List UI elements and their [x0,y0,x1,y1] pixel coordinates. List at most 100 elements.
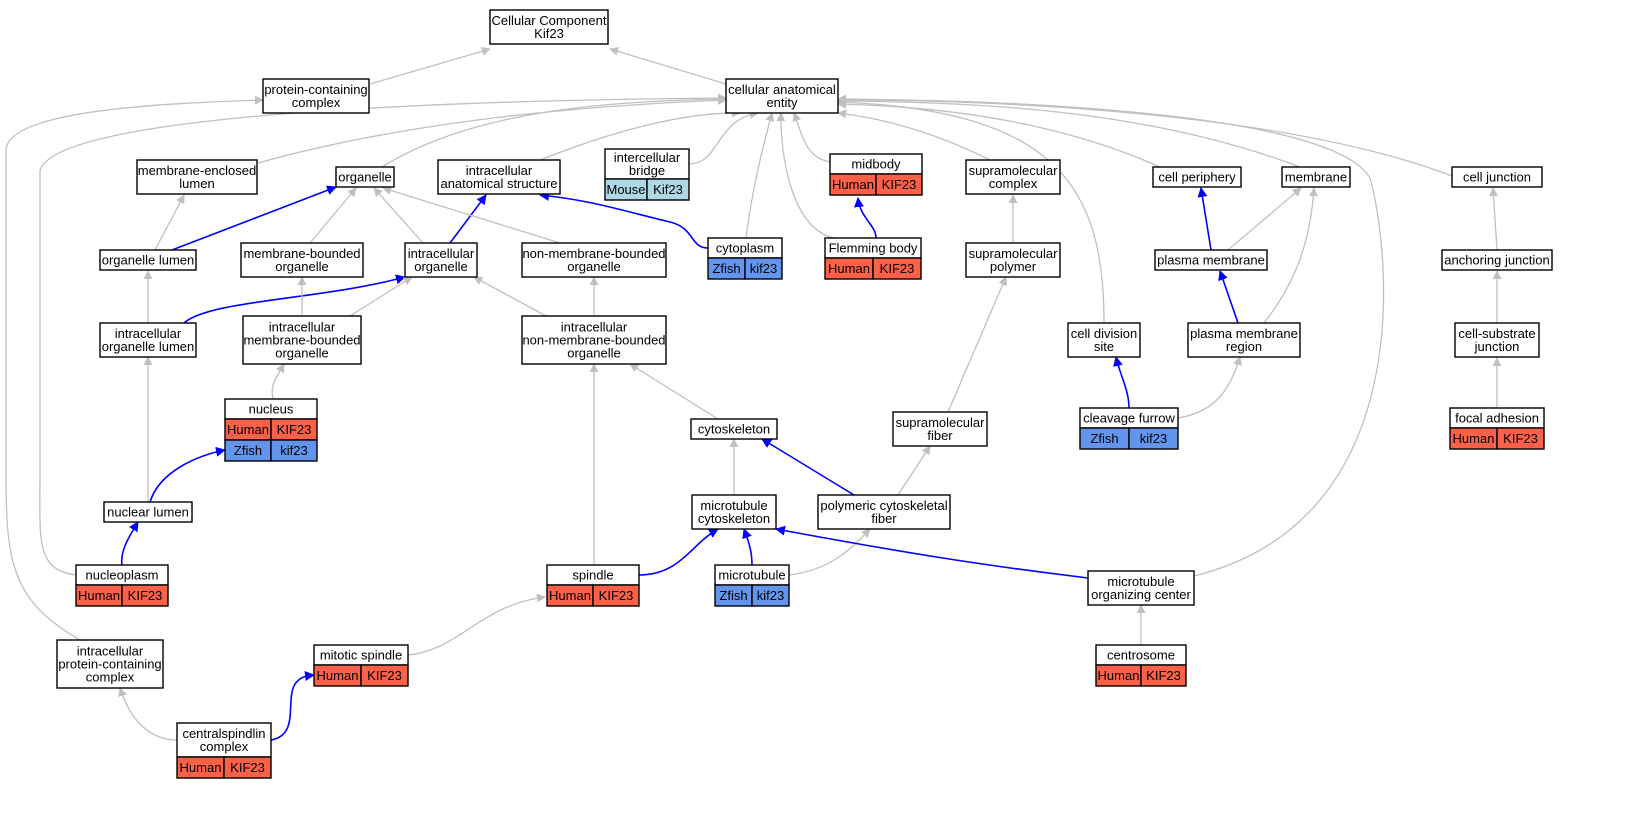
gene-label: kif23 [280,443,307,458]
node-box [1087,570,1195,606]
node-anch_junction[interactable]: anchoring junction [1441,249,1553,271]
edge-protein_complex-to-root [369,46,491,85]
gene-label: kif23 [1140,431,1167,446]
node-label: intercellular [614,150,681,165]
edge-spindle-to-mt_cytoskeleton [638,528,719,576]
species-label: Human [317,668,359,683]
edge-nucleus-to-ic_mb_org [271,363,285,400]
node-box [136,159,258,195]
node-label: organelle [338,170,392,185]
node-label: organizing center [1091,587,1191,602]
edge-organelle-to-cae [381,94,727,168]
node-label: membrane-enclosed [138,163,257,178]
node-label: cellular anatomical [728,82,836,97]
node-box [1281,166,1351,188]
node-label: lumen [179,176,214,191]
node-box [604,148,690,180]
edge-cleavage-to-pm_region [1177,356,1242,419]
node-nuc_lumen[interactable]: nuclear lumen [103,501,193,523]
node-membrane[interactable]: membrane [1281,166,1351,188]
edge-mtoc-to-mt_cytoskeleton [775,525,1089,579]
species-label: Zfish [712,261,740,276]
node-label: membrane-bounded [243,333,360,348]
edge-membrane-to-cae [837,96,1301,168]
gene-cell [1496,427,1545,450]
node-label: plasma membrane [1157,253,1265,268]
edge-icbridge-to-cae [688,109,759,165]
node-label: supramolecular [969,163,1059,178]
node-box [1441,249,1553,271]
node-box [1187,322,1301,358]
node-label: intracellular [77,644,144,659]
node-label: non-membrane-bounded [522,333,665,348]
node-box [690,418,778,440]
node-label: intracellular [561,320,628,335]
edge-mb_org-to-organelle [309,187,357,244]
node-box [1451,166,1543,188]
edge-ias-to-cae [539,108,741,161]
node-label: intracellular [269,320,336,335]
node-cytoskeleton[interactable]: cytoskeleton [690,418,778,440]
gene-label: kif23 [757,588,784,603]
edges-layer [5,46,1502,741]
node-cell_junction[interactable]: cell junction [1451,166,1543,188]
edge-nucleoplasm-to-cae [39,93,727,576]
node-label: bridge [629,163,665,178]
gene-label: KIF23 [367,668,402,683]
node-label: anchoring junction [1444,253,1550,268]
node-label: microtubule [1107,574,1174,589]
node-cell_periphery[interactable]: cell periphery [1152,166,1242,188]
edge-plasma_mem-to-membrane [1227,187,1302,251]
species-label: Human [227,422,269,437]
edge-cytoskeleton-to-ic_nmb_org [629,363,719,420]
node-label: protein-containing [58,657,161,672]
node-ic_nmb_org[interactable]: intracellularnon-membrane-boundedorganel… [521,315,667,365]
node-label: Flemming body [829,241,918,256]
node-box [176,722,272,758]
node-label: organelle lumen [102,339,195,354]
gene-label: KIF23 [128,588,163,603]
node-box [1454,322,1540,358]
node-label: complex [989,176,1038,191]
node-org_lumen[interactable]: organelle lumen [99,249,197,271]
node-box [99,322,197,358]
node-organelle[interactable]: organelle [335,166,395,188]
edge-poly_fiber-to-supra_fiber [897,445,931,496]
node-plasma_mem[interactable]: plasma membrane [1154,249,1268,271]
edge-org_lumen-to-organelle [171,185,337,251]
